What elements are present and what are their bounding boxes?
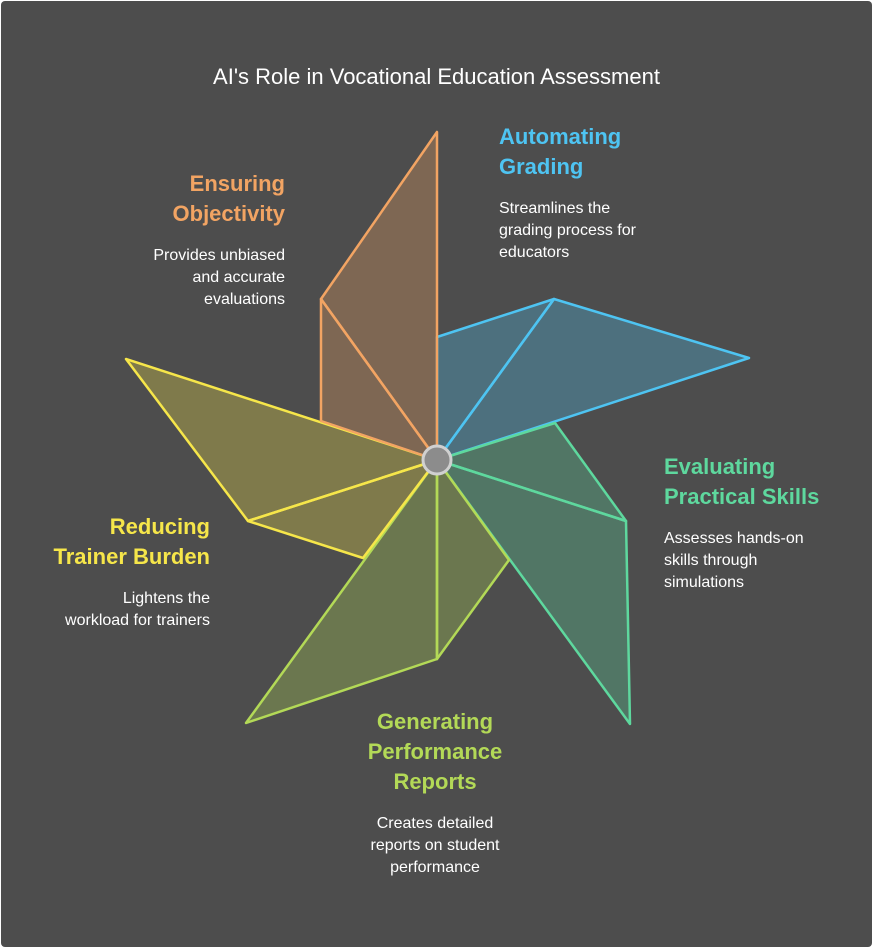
heading-line: Grading: [499, 154, 584, 179]
description-line: grading process for: [499, 222, 636, 239]
blade-trainer-outer: [124, 357, 439, 523]
item-reducing-trainer-burden: Reducing Trainer Burden Lightens the wor…: [21, 512, 210, 632]
hub-circle: [421, 444, 453, 476]
description-line: educators: [499, 244, 570, 261]
heading-line: Practical Skills: [664, 484, 820, 509]
blade-grading-outer: [435, 297, 751, 462]
description-line: evaluations: [204, 291, 285, 308]
blade-reports-outer: [244, 458, 439, 725]
description-line: simulations: [664, 574, 745, 591]
description-line: Creates detailed: [376, 815, 494, 832]
heading-line: Performance: [367, 739, 503, 764]
heading-line: Generating: [376, 709, 494, 734]
item-heading: Reducing Trainer Burden: [21, 512, 210, 572]
blade-objectivity: [319, 130, 439, 462]
item-heading: Evaluating Practical Skills: [664, 452, 869, 512]
item-automating-grading: Automating Grading Streamlines the gradi…: [499, 122, 719, 264]
item-heading: Generating Performance Reports: [327, 707, 543, 797]
heading-line: Evaluating: [664, 454, 776, 479]
description-line: Provides unbiased: [153, 247, 285, 264]
description-line: and accurate: [192, 269, 285, 286]
heading-line: Objectivity: [172, 201, 285, 226]
blade-reports: [244, 458, 511, 725]
item-heading: Automating Grading: [499, 122, 719, 182]
item-evaluating-practical-skills: Evaluating Practical Skills Assesses han…: [664, 452, 869, 594]
heading-line: Ensuring: [189, 171, 285, 196]
description-line: Streamlines the: [499, 200, 611, 217]
item-description: Creates detailed reports on student perf…: [327, 813, 543, 879]
diagram-title: AI's Role in Vocational Education Assess…: [213, 64, 660, 89]
heading-line: Reports: [393, 769, 477, 794]
blade-grading: [435, 297, 751, 462]
description-line: performance: [390, 859, 480, 876]
description-line: workload for trainers: [65, 612, 210, 629]
heading-line: Trainer Burden: [53, 544, 210, 569]
item-description: Streamlines the grading process for educ…: [499, 198, 719, 264]
description-line: Assesses hands-on: [664, 530, 804, 547]
item-generating-performance-reports: Generating Performance Reports Creates d…: [327, 707, 543, 879]
item-heading: Ensuring Objectivity: [99, 169, 285, 229]
item-description: Provides unbiased and accurate evaluatio…: [99, 245, 285, 311]
description-line: skills through: [664, 552, 758, 569]
item-ensuring-objectivity: Ensuring Objectivity Provides unbiased a…: [99, 169, 285, 311]
item-description: Assesses hands-on skills through simulat…: [664, 528, 869, 594]
description-line: Lightens the: [122, 590, 210, 607]
heading-line: Reducing: [109, 514, 210, 539]
description-line: reports on student: [370, 837, 500, 854]
item-description: Lightens the workload for trainers: [21, 588, 210, 632]
heading-line: Automating: [499, 124, 622, 149]
blade-objectivity-outer: [319, 130, 439, 462]
blade-trainer: [124, 357, 439, 560]
